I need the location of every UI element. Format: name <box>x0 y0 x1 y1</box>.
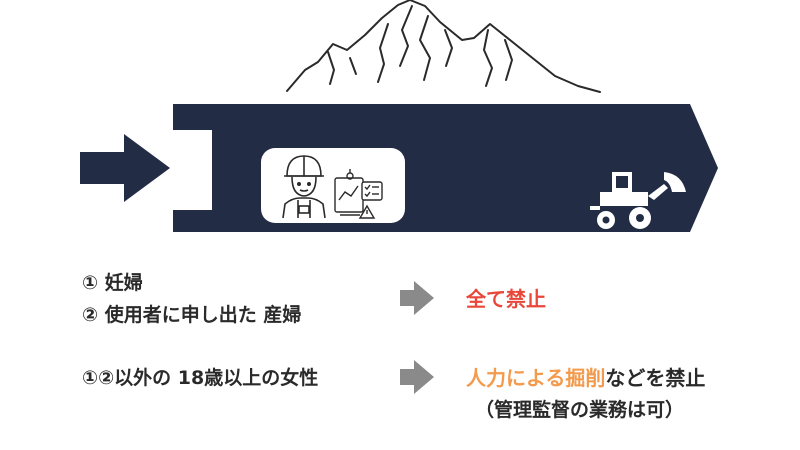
bulldozer-icon <box>590 172 686 229</box>
condition-line-3: ①②以外の 18歳以上の女性 <box>82 367 319 389</box>
result-note: （管理監督の業務は可） <box>475 399 685 421</box>
worker-panel <box>261 148 405 223</box>
arrow-right-icon <box>400 281 434 315</box>
arrow-right-icon <box>400 360 434 394</box>
result-highlight: 人力による掘削 <box>466 366 606 390</box>
arrow-right-icon <box>80 134 170 202</box>
condition-line-2: ② 使用者に申し出た 産婦 <box>82 304 302 326</box>
result-prohibited: 全て禁止 <box>466 287 546 311</box>
checklist-report-icon <box>334 169 383 219</box>
result-rest: などを禁止 <box>605 366 706 390</box>
result-excavation: 人力による掘削などを禁止 <box>466 365 705 392</box>
mountain-icon <box>286 0 601 93</box>
condition-line-1: ① 妊婦 <box>82 272 143 294</box>
worker-helmet-icon <box>282 155 326 219</box>
